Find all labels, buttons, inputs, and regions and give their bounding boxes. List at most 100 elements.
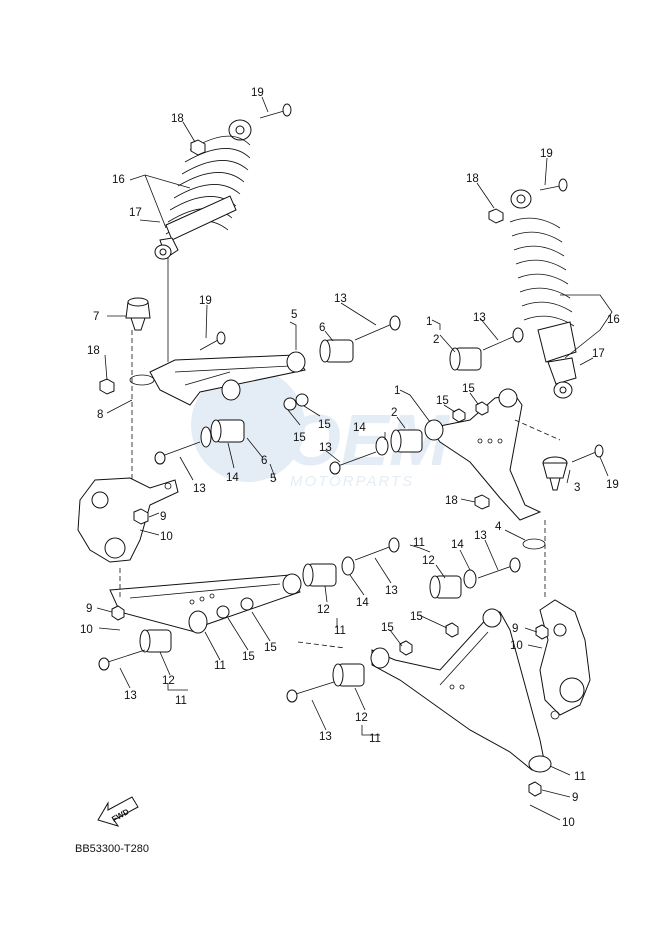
callout-14: 14 xyxy=(356,597,369,609)
callout-11: 11 xyxy=(175,695,187,707)
callout-13: 13 xyxy=(385,585,398,597)
callout-9: 9 xyxy=(512,623,518,635)
callout-13: 13 xyxy=(473,312,486,324)
callout-15: 15 xyxy=(410,611,423,623)
shock-absorber-right xyxy=(509,189,577,399)
callout-14: 14 xyxy=(451,539,464,551)
long-bolt-upper-right xyxy=(329,327,524,475)
upper-arm-right xyxy=(424,388,542,521)
nut-lower-left xyxy=(111,605,125,621)
callout-5: 5 xyxy=(270,473,276,485)
nut-knuckle-right xyxy=(535,624,549,640)
ball-joint-left xyxy=(125,297,151,331)
callout-5: 5 xyxy=(291,309,297,321)
fwd-arrow-icon: FWD xyxy=(97,796,139,827)
callout-15: 15 xyxy=(318,419,331,431)
bushing-set-upper-right xyxy=(375,347,489,456)
callout-10: 10 xyxy=(562,817,575,829)
nut-knuckle-left xyxy=(133,508,149,525)
callout-13: 13 xyxy=(474,530,487,542)
callout-6: 6 xyxy=(261,455,267,467)
ball-joint-right xyxy=(542,456,568,491)
callout-15: 15 xyxy=(293,432,306,444)
nut-arm-left xyxy=(99,378,115,395)
callout-11: 11 xyxy=(334,625,346,637)
callout-17: 17 xyxy=(129,207,142,219)
long-bolt-lower-left xyxy=(98,537,400,671)
callout-17: 17 xyxy=(592,348,605,360)
nut-lower-right-c xyxy=(528,781,542,797)
callout-9: 9 xyxy=(572,792,578,804)
lower-arm-left xyxy=(109,573,302,634)
circlip-left xyxy=(129,374,155,386)
callout-15: 15 xyxy=(436,395,449,407)
callout-19: 19 xyxy=(251,87,264,99)
diagram-code: BB53300-T280 xyxy=(75,843,149,855)
callout-numbers: 19 18 16 17 19 18 16 17 7 19 18 8 5 6 13… xyxy=(80,87,620,829)
callout-15: 15 xyxy=(462,383,475,395)
nut-lower-right-a xyxy=(445,622,459,638)
bushing-set-upper-left xyxy=(200,339,354,448)
callout-4: 4 xyxy=(495,521,502,533)
shock-absorber-left xyxy=(154,119,252,362)
callout-9: 9 xyxy=(86,603,92,615)
long-bolt-lower-right xyxy=(286,557,521,703)
callout-10: 10 xyxy=(510,640,523,652)
nut-lower-right-b xyxy=(399,640,413,656)
bolt-arm-left xyxy=(199,331,226,351)
callout-8: 8 xyxy=(97,409,103,421)
callout-19: 19 xyxy=(199,295,212,307)
callout-2: 2 xyxy=(433,334,439,346)
bolt-top-left xyxy=(259,103,292,119)
alignment-lines xyxy=(119,330,561,600)
callout-11: 11 xyxy=(413,537,425,549)
knuckle-left xyxy=(77,477,179,563)
callout-6: 6 xyxy=(319,322,325,334)
bolt-top-right xyxy=(539,178,568,192)
callout-14: 14 xyxy=(226,472,239,484)
callout-12: 12 xyxy=(355,712,368,724)
callout-15: 15 xyxy=(381,622,394,634)
knuckle-right xyxy=(539,599,591,720)
callout-12: 12 xyxy=(162,675,175,687)
bolt-arm-right xyxy=(571,444,604,463)
callout-16: 16 xyxy=(607,314,620,326)
callout-14: 14 xyxy=(353,422,366,434)
callout-2: 2 xyxy=(391,407,397,419)
callout-13: 13 xyxy=(334,293,347,305)
callout-18: 18 xyxy=(445,495,458,507)
callout-19: 19 xyxy=(606,479,619,491)
circlip-right xyxy=(522,538,546,550)
callout-13: 13 xyxy=(319,442,332,454)
watermark-subtext: MOTORPARTS xyxy=(290,473,414,490)
callout-12: 12 xyxy=(317,604,330,616)
nut-arm-right xyxy=(474,494,490,510)
callout-15: 15 xyxy=(242,651,255,663)
callout-12: 12 xyxy=(422,555,435,567)
watermark-brand: OEM xyxy=(285,401,451,481)
callout-11: 11 xyxy=(369,733,381,745)
callout-16: 16 xyxy=(112,174,125,186)
bushing-set-lower-right xyxy=(332,569,477,687)
callout-13: 13 xyxy=(193,483,206,495)
callout-19: 19 xyxy=(540,148,553,160)
callout-18: 18 xyxy=(466,173,479,185)
callout-15: 15 xyxy=(264,642,277,654)
callout-10: 10 xyxy=(160,531,173,543)
nut-top-left xyxy=(190,139,206,156)
callout-7: 7 xyxy=(93,311,99,323)
callout-1: 1 xyxy=(394,385,400,397)
leader-lines xyxy=(96,96,613,821)
bushing-set-lower-left xyxy=(139,556,355,653)
hidden-line-lower xyxy=(297,641,346,649)
lower-arm-right xyxy=(370,608,552,773)
callout-10: 10 xyxy=(80,624,93,636)
nut-top-right xyxy=(488,208,504,224)
callout-11: 11 xyxy=(214,660,226,672)
callout-3: 3 xyxy=(574,482,580,494)
callout-18: 18 xyxy=(87,345,100,357)
callout-11: 11 xyxy=(574,771,586,783)
callout-13: 13 xyxy=(319,731,332,743)
callout-13: 13 xyxy=(124,690,137,702)
